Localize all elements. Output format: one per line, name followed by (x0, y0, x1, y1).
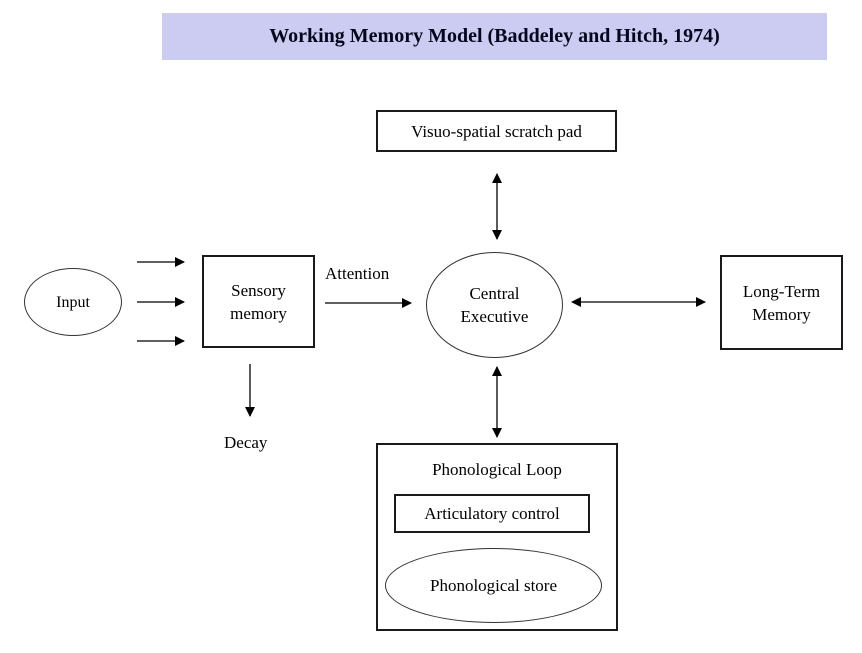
node-central-executive: Central Executive (426, 252, 563, 358)
node-visuo-spatial-scratch-pad: Visuo-spatial scratch pad (376, 110, 617, 152)
node-phonological-store: Phonological store (385, 548, 602, 623)
node-label: Long-Term Memory (742, 281, 821, 324)
edge-label-decay: Decay (224, 433, 268, 452)
node-label: Sensory memory (230, 280, 287, 323)
diagram-title: Working Memory Model (Baddeley and Hitch… (269, 25, 720, 47)
node-label: Visuo-spatial scratch pad (411, 121, 582, 141)
title-bar: Working Memory Model (Baddeley and Hitch… (162, 13, 827, 60)
node-sensory-memory: Sensory memory (202, 255, 315, 348)
node-long-term-memory: Long-Term Memory (720, 255, 843, 350)
node-articulatory-control: Articulatory control (394, 494, 590, 533)
node-label: Input (56, 293, 90, 311)
node-phonological-loop: Phonological Loop Articulatory control P… (376, 443, 618, 631)
node-label: Phonological store (429, 576, 557, 595)
node-label: Phonological Loop (432, 460, 562, 479)
node-input: Input (24, 268, 122, 336)
edge-label-attention: Attention (325, 264, 390, 283)
node-label: Central Executive (460, 284, 529, 326)
node-label: Articulatory control (424, 504, 560, 523)
